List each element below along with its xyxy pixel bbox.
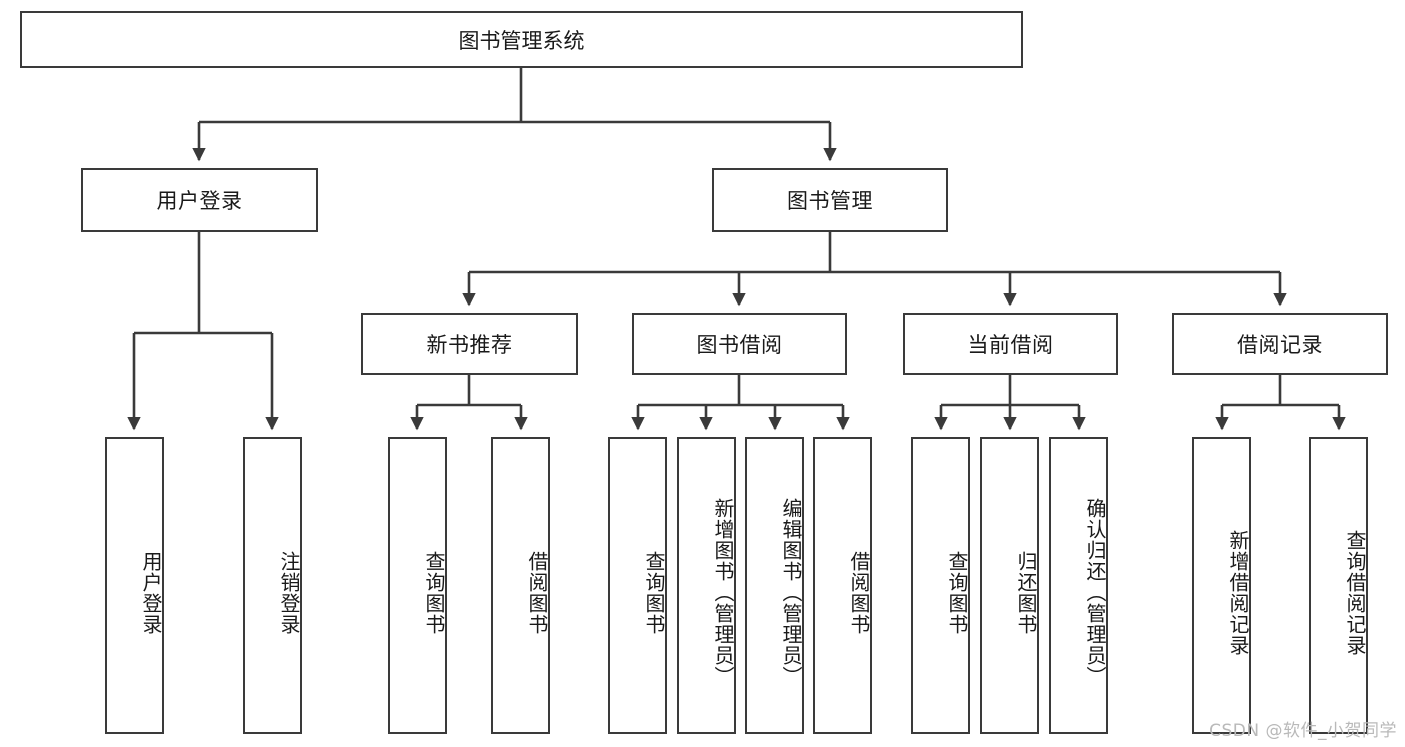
- leaf-label: 用户登录: [139, 550, 163, 635]
- leaf-label: 查询图书: [642, 550, 666, 635]
- leaf-current-query-book[interactable]: 查询图书: [911, 437, 970, 734]
- node-label: 当前借阅: [967, 333, 1054, 357]
- leaf-record-query-record[interactable]: 查询借阅记录: [1309, 437, 1368, 734]
- leaf-borrow-query-book[interactable]: 查询图书: [608, 437, 667, 734]
- leaf-label: 查询图书: [945, 550, 969, 635]
- node-label: 借阅记录: [1237, 333, 1323, 357]
- watermark-text: CSDN @软件_小贺同学: [1209, 721, 1397, 741]
- leaf-label: 新增借阅记录: [1226, 529, 1250, 656]
- leaf-current-confirm-return-admin[interactable]: 确认归还（管理员）: [1049, 437, 1108, 734]
- leaf-label: 查询图书: [422, 550, 446, 635]
- node-user-login[interactable]: 用户登录: [81, 168, 318, 232]
- leaf-label: 注销登录: [277, 550, 301, 635]
- leaf-recommend-query-book[interactable]: 查询图书: [388, 437, 447, 734]
- node-label: 新书推荐: [426, 333, 513, 357]
- leaf-label: 确认归还（管理员）: [1083, 498, 1107, 687]
- node-label: 用户登录: [156, 189, 243, 213]
- node-root-system[interactable]: 图书管理系统: [20, 11, 1023, 68]
- node-label: 图书管理系统: [458, 28, 585, 53]
- leaf-user-login-login[interactable]: 用户登录: [105, 437, 164, 734]
- leaf-label: 新增图书（管理员）: [711, 498, 735, 687]
- leaf-label: 查询借阅记录: [1343, 529, 1367, 656]
- leaf-label: 编辑图书（管理员）: [779, 498, 803, 687]
- node-current-borrow[interactable]: 当前借阅: [903, 313, 1118, 375]
- leaf-user-login-logout[interactable]: 注销登录: [243, 437, 302, 734]
- leaf-record-add-record[interactable]: 新增借阅记录: [1192, 437, 1251, 734]
- leaf-borrow-borrow-book[interactable]: 借阅图书: [813, 437, 872, 734]
- node-label: 图书管理: [787, 189, 873, 213]
- leaf-borrow-edit-book-admin[interactable]: 编辑图书（管理员）: [745, 437, 804, 734]
- node-new-book-recommend[interactable]: 新书推荐: [361, 313, 578, 375]
- leaf-current-return-book[interactable]: 归还图书: [980, 437, 1039, 734]
- leaf-label: 借阅图书: [525, 550, 549, 635]
- node-label: 图书借阅: [696, 333, 783, 357]
- leaf-borrow-add-book-admin[interactable]: 新增图书（管理员）: [677, 437, 736, 734]
- node-book-management[interactable]: 图书管理: [712, 168, 948, 232]
- node-borrow-record[interactable]: 借阅记录: [1172, 313, 1388, 375]
- leaf-label: 归还图书: [1014, 550, 1038, 635]
- node-book-borrow[interactable]: 图书借阅: [632, 313, 847, 375]
- leaf-recommend-borrow-book[interactable]: 借阅图书: [491, 437, 550, 734]
- leaf-label: 借阅图书: [847, 550, 871, 635]
